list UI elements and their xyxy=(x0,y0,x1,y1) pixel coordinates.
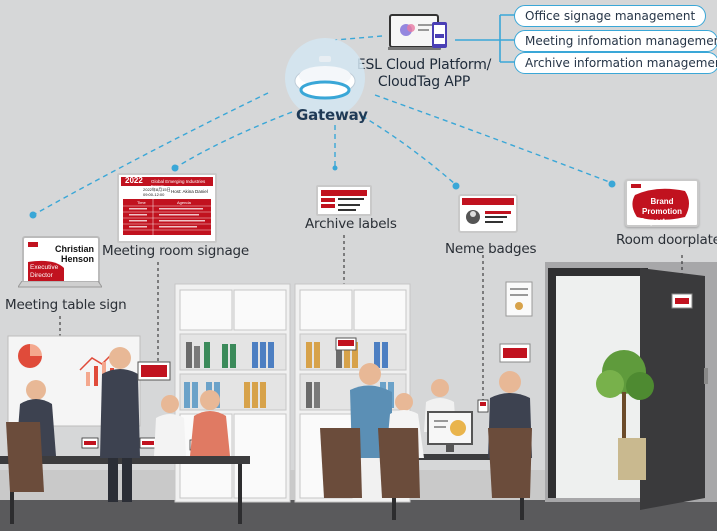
signage-agenda-table: Time Agenda xyxy=(123,199,211,235)
feature-office-signage: Office signage management xyxy=(514,5,706,27)
platform-label-line1: ESL Cloud Platform/ xyxy=(356,57,492,73)
signage-date: 2022年8月15日 xyxy=(143,187,171,192)
gateway-icon xyxy=(285,38,365,118)
label-meeting-room-signage: Meeting room signage xyxy=(102,243,249,259)
table-sign-base xyxy=(18,281,102,288)
table-sign-name-first: Christian xyxy=(54,244,94,254)
label-archive-labels: Archive labels xyxy=(305,216,397,232)
doorplate-line1: Brand Promotion xyxy=(642,197,682,216)
feature-meeting-info: Meeting infomation management xyxy=(514,30,717,52)
signage-year: 2022 xyxy=(125,176,143,185)
office-illustration xyxy=(0,268,708,524)
platform-connector xyxy=(455,14,515,63)
label-meeting-table-sign: Meeting table sign xyxy=(5,297,127,313)
wireless-links xyxy=(34,35,613,215)
signage-title: Global Emerging Industries Forum xyxy=(151,179,206,189)
archive-label-screen xyxy=(316,185,372,216)
table-sign-name-last: Henson xyxy=(60,254,94,264)
room-signage-screen: 2022 Global Emerging Industries Forum 20… xyxy=(117,173,217,243)
signage-host: Host: Akina Daniel xyxy=(171,189,208,194)
label-room-doorplate: Room doorplate xyxy=(616,232,717,248)
platform-label: ESL Cloud Platform/ CloudTag APP xyxy=(356,57,492,91)
signage-time: 09:00-12:00 xyxy=(143,192,165,197)
signage-header-bar xyxy=(121,177,213,186)
platform-label-line2: CloudTag APP xyxy=(377,74,471,90)
table-sign-title: Executive Director xyxy=(30,264,58,280)
signage-col-agenda: Agenda xyxy=(177,200,191,205)
table-sign-title-1: Executive xyxy=(30,264,59,271)
platform-devices-icon xyxy=(388,14,447,50)
label-name-badges: Neme badges xyxy=(445,241,537,257)
doorplate-line2: Department xyxy=(639,217,685,226)
signage-col-time: Time xyxy=(137,200,146,205)
name-badge-screen xyxy=(458,194,518,233)
doorplate-text: Brand Promotion Department xyxy=(631,197,693,227)
doorplate-screen: Brand Promotion Department xyxy=(625,179,699,227)
feature-archive-info: Archive information management xyxy=(514,52,717,74)
gateway-label: Gateway xyxy=(296,106,368,124)
table-sign-title-2: Director xyxy=(30,272,53,279)
table-sign-name: Christian Henson xyxy=(55,244,94,264)
